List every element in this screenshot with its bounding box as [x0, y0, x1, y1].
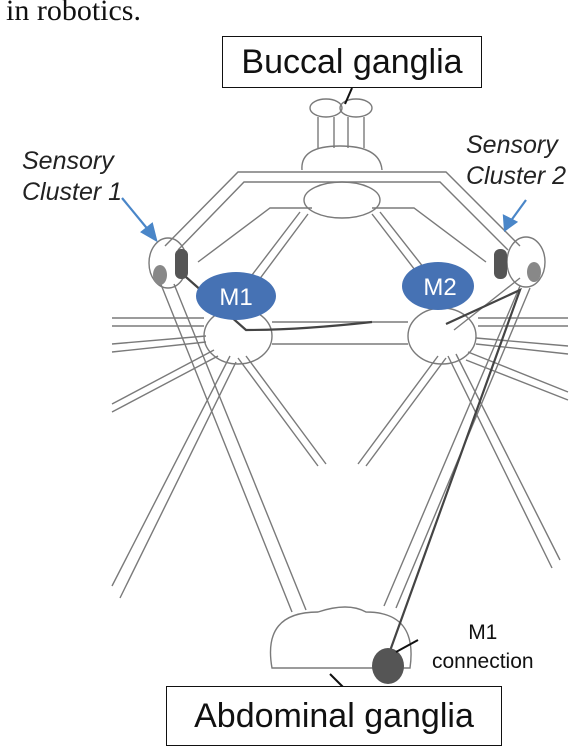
buccal-ganglia-label: Buccal ganglia	[222, 36, 482, 88]
descending-nerve-left-inner	[237, 355, 327, 467]
abdominal-leader	[329, 673, 345, 689]
cerebral-pleural-connectives	[235, 211, 447, 301]
outer-commissure	[164, 171, 521, 247]
abdominal-ganglion	[269, 606, 412, 669]
sensory-cluster-2-line-2: Cluster 2	[466, 162, 567, 190]
inner-commissure	[197, 207, 487, 263]
buccal-lobe-left	[309, 98, 343, 118]
lateral-nerve-left-3	[111, 349, 219, 413]
cerebral-ganglion	[301, 145, 383, 171]
abdominal-ganglia-label: Abdominal ganglia	[166, 686, 502, 746]
m1-label: M1	[219, 284, 252, 311]
sensory-cluster-1-line-1: Sensory	[22, 147, 114, 175]
lateral-nerve-right-3	[465, 351, 569, 401]
m1-connection-route	[177, 269, 522, 663]
pleuro-abdominal-connective-left	[159, 281, 307, 613]
m1-connection-node	[372, 648, 404, 684]
sensory-node-2-small	[527, 262, 541, 282]
arrow-sensory-2-line	[509, 199, 527, 223]
buccal-leader	[344, 87, 353, 105]
pedal-commissure	[272, 321, 408, 345]
sensory-cluster-2-label: Sensory Cluster 2	[466, 130, 566, 192]
arrow-sensory-2-head	[502, 214, 519, 233]
sensory-node-2	[494, 249, 507, 279]
pleuro-abdominal-connective-right	[383, 285, 531, 609]
leader-lines	[329, 87, 419, 689]
sensory-node-1	[175, 249, 188, 279]
pointer-arrows	[121, 197, 527, 243]
m1-neuron	[196, 272, 276, 320]
sensory-cluster-2-line-1: Sensory	[466, 131, 558, 159]
descending-nerve-left-outer	[111, 355, 237, 599]
sensory-cluster-1-label: Sensory Cluster 1	[22, 146, 122, 208]
m1-connection-line-1: M1	[468, 621, 498, 644]
sensory-node-1-small	[153, 265, 167, 285]
m1-connection-leader	[395, 639, 419, 653]
buccal-lobe-right	[339, 98, 373, 118]
sensory-cluster-1-line-2: Cluster 1	[22, 178, 123, 206]
pedal-ganglion-right	[407, 307, 477, 365]
buccal-connectives	[317, 117, 365, 148]
outer-commissure-inner	[177, 181, 509, 251]
descending-nerve-right-inner	[357, 355, 447, 467]
m2-label: M2	[423, 274, 456, 301]
m2-neuron	[402, 262, 474, 310]
lateral-nerve-left-2	[111, 335, 207, 353]
lateral-nerves-horizontal	[112, 317, 568, 327]
sensory-ganglion-2	[506, 236, 546, 288]
lateral-nerve-right-2	[475, 337, 569, 355]
arrow-sensory-1-line	[121, 197, 151, 233]
header-fragment: in robotics.	[6, 0, 141, 27]
m1-connection-line-2: connection	[432, 650, 534, 673]
descending-nerve-right-outer	[447, 353, 561, 569]
arrow-sensory-1-head	[140, 222, 158, 243]
cerebral-inner-ganglion	[303, 181, 381, 219]
m1-connection-label: M1 connection	[432, 618, 534, 676]
